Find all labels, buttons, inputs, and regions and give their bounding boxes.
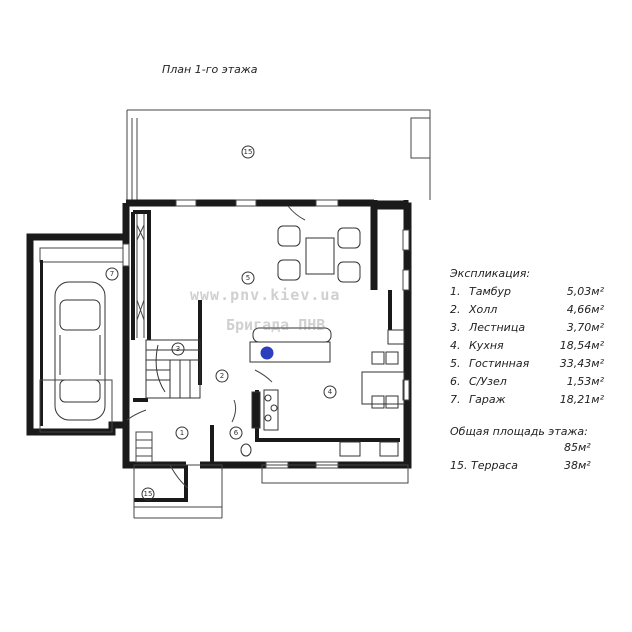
room-mark: 3	[176, 345, 180, 353]
room-number: 1.	[450, 285, 461, 298]
room-name: Гараж	[469, 393, 506, 406]
watermark-url: www.pnv.kiev.ua	[190, 286, 341, 304]
room-number: 3.	[450, 321, 461, 334]
legend-heading: Экспликация:	[450, 267, 531, 280]
room-area: 5,03м²	[566, 285, 604, 298]
room-number: 5.	[450, 357, 461, 370]
room-area: 33,43м²	[559, 357, 604, 370]
room-mark: 7	[110, 270, 114, 278]
garage	[26, 233, 130, 436]
total-area-label: Общая площадь этажа:	[450, 425, 588, 438]
inner-walls	[131, 210, 400, 465]
room-name: Тамбур	[469, 285, 512, 298]
legend-row: 3. Лестница 3,70м²	[450, 321, 610, 337]
room-number: 6.	[450, 375, 461, 388]
room-name: Лестница	[469, 321, 526, 334]
legend-row: 4. Кухня 18,54м²	[450, 339, 610, 355]
room-area: 18,54м²	[559, 339, 604, 352]
room-number: 7.	[450, 393, 461, 406]
terrace-row: 15. Терраса 38м²	[450, 459, 610, 475]
total-area-value: 85м²	[564, 441, 591, 454]
room-area: 4,66м²	[566, 303, 604, 316]
room-name: С/Узел	[469, 375, 507, 388]
room-name: Кухня	[469, 339, 504, 352]
room-markers	[105, 145, 337, 501]
terrace	[126, 109, 431, 200]
legend-row: 1. Тамбур 5,03м²	[450, 285, 610, 301]
legend-row: 6. С/Узел 1,53м²	[450, 375, 610, 391]
windows	[122, 199, 410, 469]
terrace-area: 38м²	[564, 459, 591, 472]
terrace-name: 15. Терраса	[450, 459, 518, 472]
room-area: 1,53м²	[566, 375, 604, 388]
doors	[126, 205, 306, 423]
room-mark: 1	[180, 429, 184, 437]
legend-row: 2. Холл 4,66м²	[450, 303, 610, 319]
kitchen	[249, 327, 405, 457]
room-mark: 5	[246, 274, 250, 282]
room-name: Гостинная	[469, 357, 530, 370]
room-mark: 15	[144, 490, 153, 498]
room-number: 2.	[450, 303, 461, 316]
legend-row: 5. Гостинная 33,43м²	[450, 357, 610, 373]
plan-title: План 1-го этажа	[162, 63, 258, 76]
room-area: 18,21м²	[559, 393, 604, 406]
room-mark: 4	[328, 388, 333, 396]
room-mark: 2	[220, 372, 224, 380]
room-mark: 15	[244, 148, 253, 156]
car-icon	[54, 281, 106, 421]
room-area: 3,70м²	[566, 321, 604, 334]
legend-row: 7. Гараж 18,21м²	[450, 393, 610, 409]
wc	[240, 391, 261, 457]
watermark-brand: Бригада ПНВ	[226, 316, 326, 334]
stove-icon	[260, 346, 274, 360]
room-name: Холл	[469, 303, 498, 316]
room-mark: 6	[234, 429, 239, 437]
staircase	[145, 339, 201, 399]
dining-set	[277, 225, 361, 283]
room-number: 4.	[450, 339, 461, 352]
entrance	[124, 400, 188, 502]
